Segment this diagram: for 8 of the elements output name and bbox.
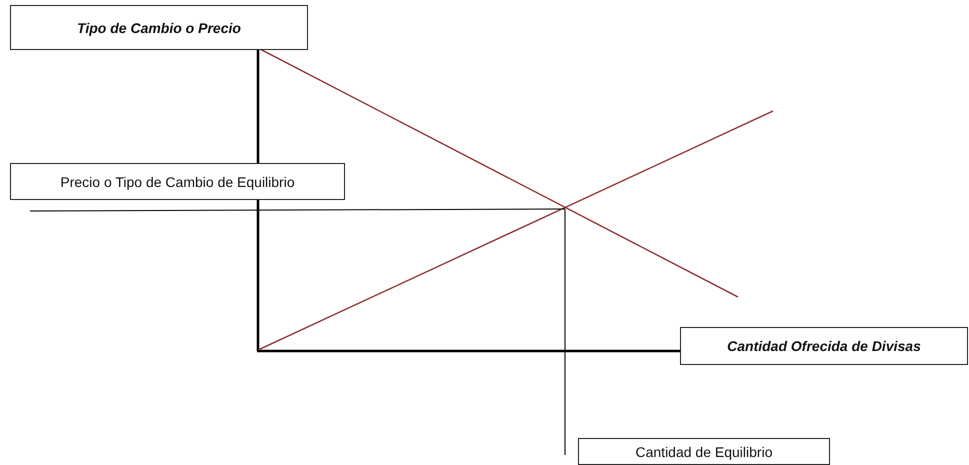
label-box — [10, 163, 345, 200]
axis-label: Precio o Tipo de Cambio de Equilibrio — [60, 174, 295, 190]
label-box — [680, 327, 968, 365]
label-box — [10, 5, 308, 50]
label-box — [578, 438, 830, 465]
axis-label: Tipo de Cambio o Precio — [77, 20, 241, 36]
axis-label: Cantidad de Equilibrio — [636, 444, 772, 460]
axis-label: Cantidad Ofrecida de Divisas — [727, 338, 921, 354]
